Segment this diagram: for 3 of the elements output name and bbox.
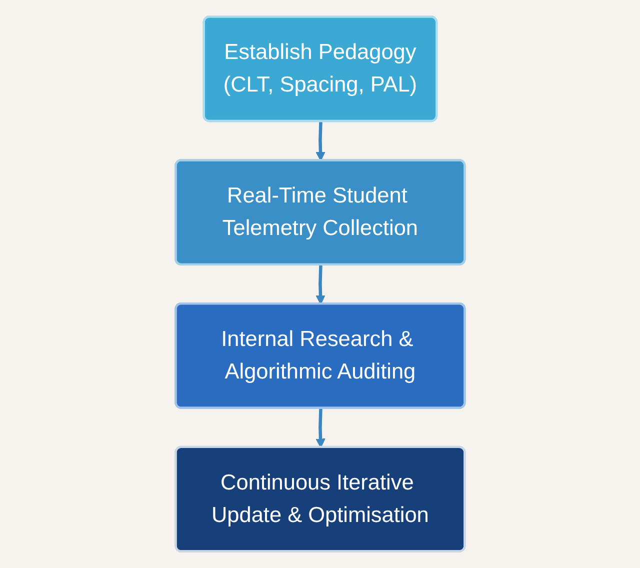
arrow — [316, 122, 326, 162]
arrow — [316, 264, 326, 305]
arrow — [316, 408, 326, 448]
